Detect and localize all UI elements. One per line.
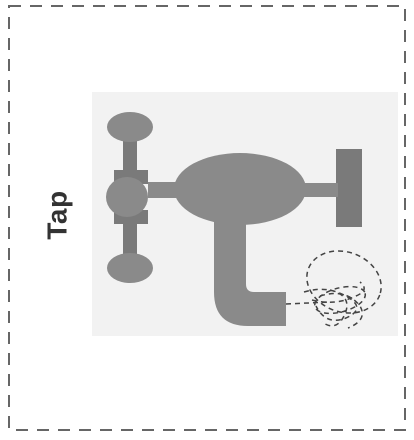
tap-label: Tap (42, 190, 74, 240)
dashed-border (8, 5, 406, 431)
label-container: Tap (36, 160, 80, 270)
water-stream (285, 250, 382, 329)
wall-pipe (298, 183, 338, 197)
tap-body (174, 153, 306, 225)
spout (214, 206, 286, 326)
valve-knob (106, 177, 148, 217)
wall-plate (336, 149, 362, 227)
bottom-handle (107, 253, 153, 283)
handle-connector (148, 182, 178, 198)
top-handle (107, 112, 153, 142)
